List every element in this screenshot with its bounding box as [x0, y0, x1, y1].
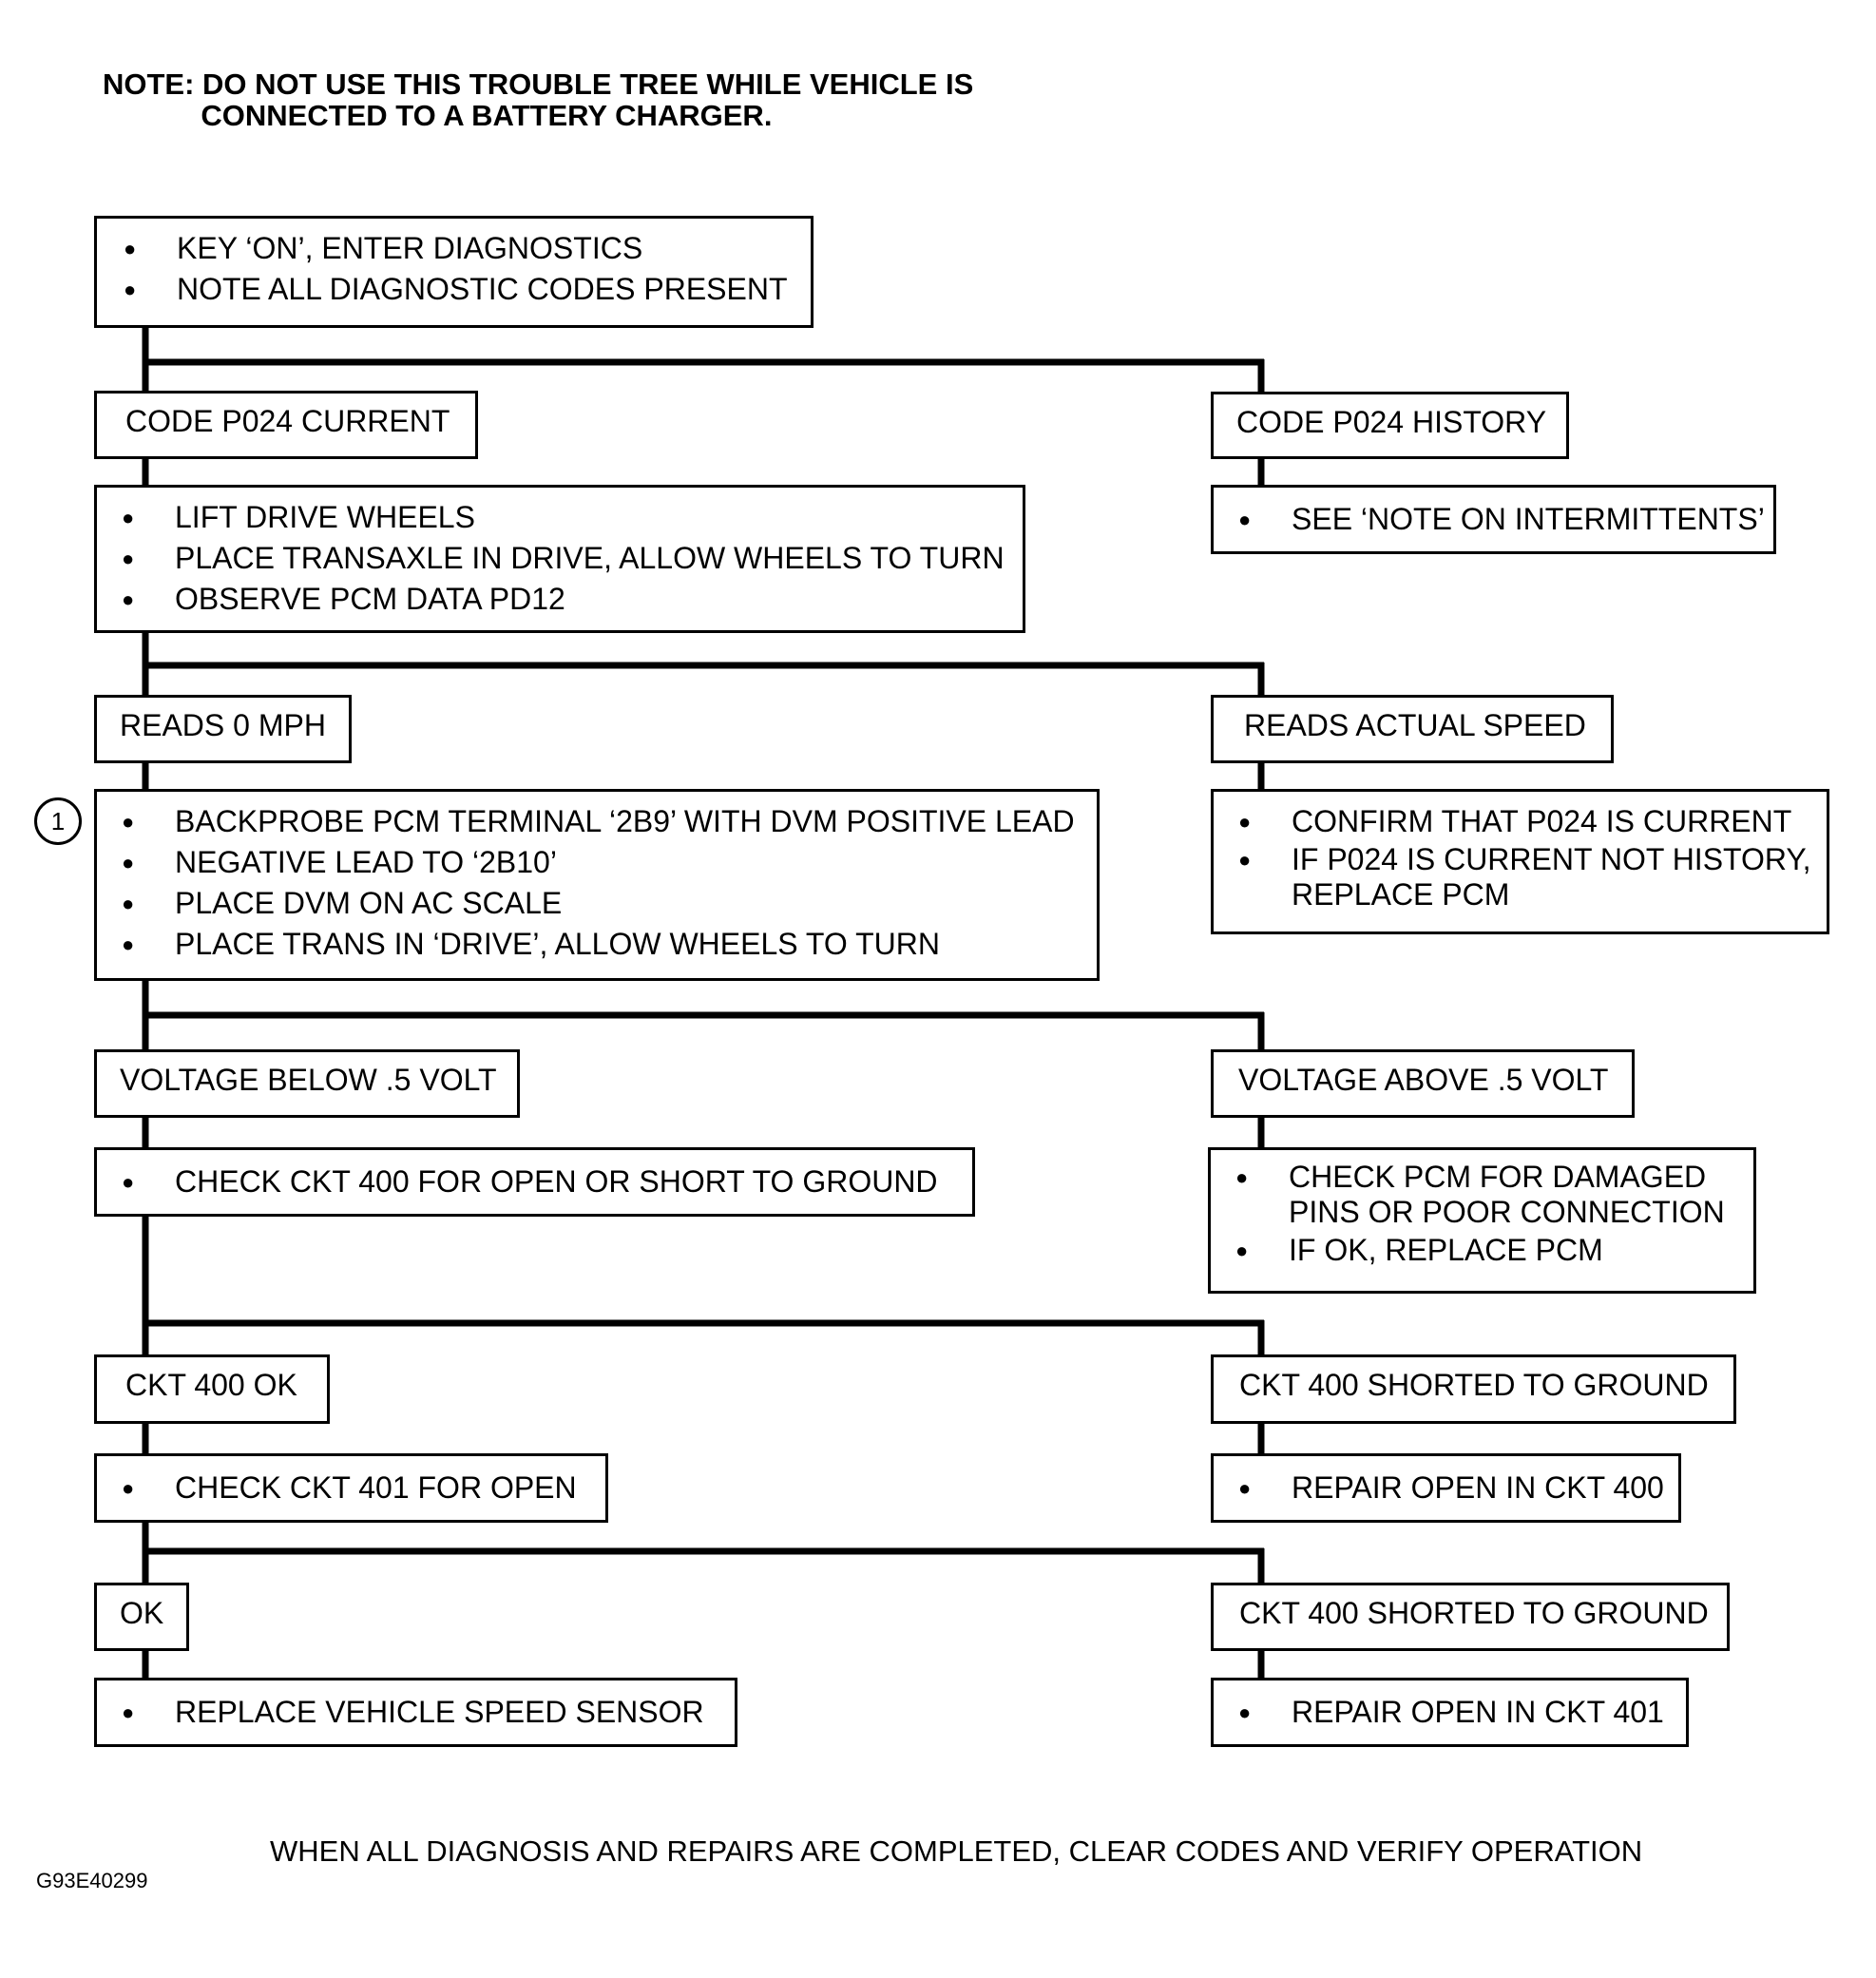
step-item: PLACE TRANS IN ‘DRIVE’, ALLOW WHEELS TO … [122, 924, 1097, 965]
ckt400-shorted-box-2: CKT 400 SHORTED TO GROUND [1211, 1583, 1730, 1651]
step-item: OBSERVE PCM DATA PD12 [122, 579, 1023, 620]
step-item: SEE ‘NOTE ON INTERMITTENTS’ [1238, 499, 1773, 540]
ok-box: OK [94, 1583, 189, 1651]
step-item: IF P024 IS CURRENT NOT HISTORY,REPLACE P… [1238, 842, 1827, 912]
step-item: NOTE ALL DIAGNOSTIC CODES PRESENT [124, 269, 811, 310]
ckt400-shorted-box: CKT 400 SHORTED TO GROUND [1211, 1354, 1736, 1424]
lift-drive-wheels-box: LIFT DRIVE WHEELS PLACE TRANSAXLE IN DRI… [94, 485, 1025, 633]
step-item: CHECK CKT 400 FOR OPEN OR SHORT TO GROUN… [122, 1162, 972, 1202]
step-item: LIFT DRIVE WHEELS [122, 497, 1023, 538]
step-item: PLACE DVM ON AC SCALE [122, 883, 1097, 924]
step-item: CONFIRM THAT P024 IS CURRENT [1238, 801, 1827, 842]
ckt400-ok-box: CKT 400 OK [94, 1354, 330, 1424]
code-p024-current-box: CODE P024 CURRENT [94, 391, 478, 459]
confirm-p024-box: CONFIRM THAT P024 IS CURRENT IF P024 IS … [1211, 789, 1829, 934]
voltage-above-box: VOLTAGE ABOVE .5 VOLT [1211, 1049, 1635, 1118]
step-item: REPLACE VEHICLE SPEED SENSOR [122, 1692, 735, 1733]
step-item: REPAIR OPEN IN CKT 400 [1238, 1468, 1678, 1508]
warning-note: NOTE: DO NOT USE THIS TROUBLE TREE WHILE… [103, 67, 974, 132]
repair-ckt400-box: REPAIR OPEN IN CKT 400 [1211, 1453, 1681, 1523]
step-item: CHECK CKT 401 FOR OPEN [122, 1468, 605, 1508]
repair-ckt401-box: REPAIR OPEN IN CKT 401 [1211, 1678, 1689, 1747]
step-item: PLACE TRANSAXLE IN DRIVE, ALLOW WHEELS T… [122, 538, 1023, 579]
step-item: REPAIR OPEN IN CKT 401 [1238, 1692, 1686, 1733]
check-ckt401-box: CHECK CKT 401 FOR OPEN [94, 1453, 608, 1523]
reads-0-mph-box: READS 0 MPH [94, 695, 352, 763]
figure-code: G93E40299 [36, 1869, 148, 1892]
start-step-box: KEY ‘ON’, ENTER DIAGNOSTICS NOTE ALL DIA… [94, 216, 814, 328]
step-item: NEGATIVE LEAD TO ‘2B10’ [122, 842, 1097, 883]
backprobe-box: BACKPROBE PCM TERMINAL ‘2B9’ WITH DVM PO… [94, 789, 1100, 981]
completion-note: WHEN ALL DIAGNOSIS AND REPAIRS ARE COMPL… [270, 1834, 1643, 1868]
reads-actual-speed-box: READS ACTUAL SPEED [1211, 695, 1614, 763]
replace-vss-box: REPLACE VEHICLE SPEED SENSOR [94, 1678, 737, 1747]
step-item: KEY ‘ON’, ENTER DIAGNOSTICS [124, 228, 811, 269]
voltage-below-box: VOLTAGE BELOW .5 VOLT [94, 1049, 520, 1118]
code-p024-history-box: CODE P024 HISTORY [1211, 392, 1569, 459]
see-note-box: SEE ‘NOTE ON INTERMITTENTS’ [1211, 485, 1776, 554]
check-ckt400-box: CHECK CKT 400 FOR OPEN OR SHORT TO GROUN… [94, 1147, 975, 1217]
step-marker-1: 1 [34, 797, 82, 845]
step-item: BACKPROBE PCM TERMINAL ‘2B9’ WITH DVM PO… [122, 801, 1097, 842]
step-item: IF OK, REPLACE PCM [1235, 1230, 1753, 1271]
